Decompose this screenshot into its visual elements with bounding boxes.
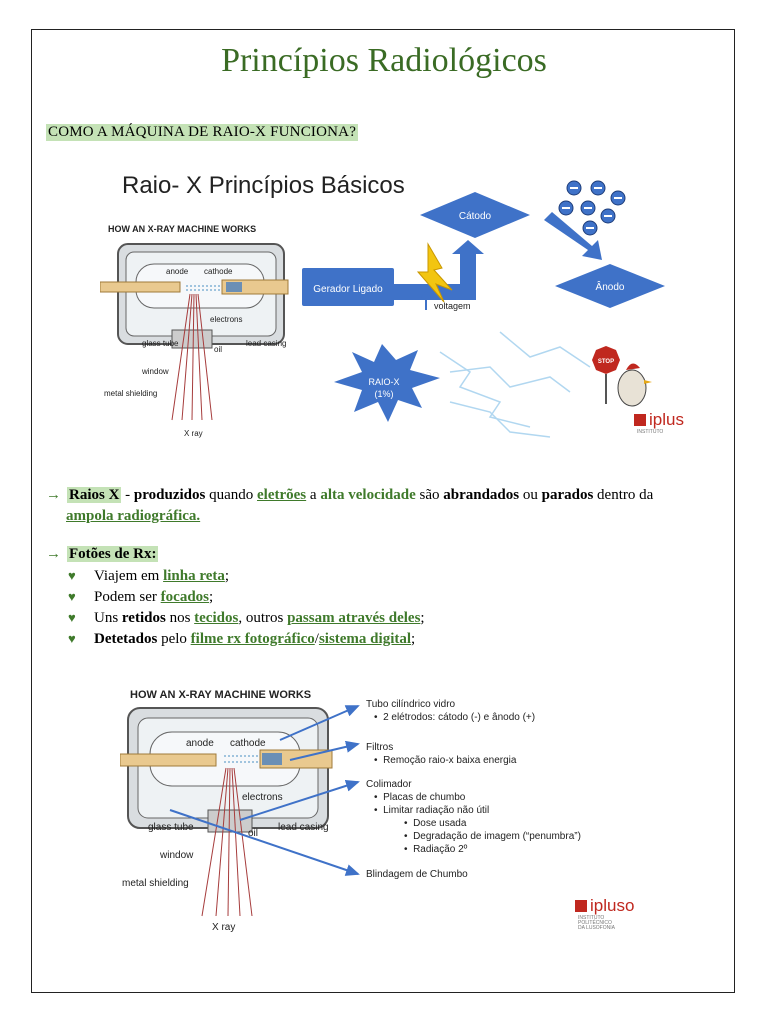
anodo-shape — [555, 264, 665, 308]
logo-iplus: iplus INSTITUTO — [634, 410, 684, 435]
svg-text:STOP: STOP — [598, 359, 614, 365]
page-frame — [31, 29, 735, 993]
fotoes-list: ♥Viajem em linha reta; ♥Podem ser focado… — [68, 565, 726, 649]
xray-machine-diagram-2: HOW AN X-RAY MACHINE WORKS anode cathode… — [120, 689, 333, 933]
svg-text:electrons: electrons — [210, 315, 242, 324]
raiox-starburst — [334, 344, 440, 422]
svg-text:metal shielding: metal shielding — [104, 389, 157, 398]
raiox-pct: (1%) — [374, 389, 393, 399]
fotoes-section: → Fotões de Rx: ♥Viajem em linha reta; ♥P… — [46, 544, 726, 649]
rooster-illustration — [617, 369, 647, 407]
xray-machine-diagram-1: HOW AN X-RAY MACHINE WORKS anode cathode… — [100, 224, 289, 438]
right-arrow-icon: → — [46, 546, 61, 562]
right-arrow-icon: → — [46, 487, 61, 503]
heart-bullet-icon: ♥ — [68, 610, 76, 625]
svg-text:oil: oil — [214, 345, 222, 354]
lightning-icon — [416, 242, 453, 303]
heart-bullet-icon: ♥ — [68, 568, 76, 583]
svg-text:electrons: electrons — [242, 792, 283, 803]
figure1-title: Raio- X Princípios Básicos — [122, 172, 405, 199]
svg-text:window: window — [159, 850, 194, 861]
electron-icon — [558, 180, 626, 236]
page-title: Princípios Radiológicos — [221, 42, 547, 79]
note-filtros: Filtros • Remoção raio-x baixa energia — [366, 742, 517, 766]
raiox-label: RAIO-X — [368, 377, 399, 387]
fotoes-heading: Fotões de Rx: — [67, 546, 159, 562]
svg-text:cathode: cathode — [204, 267, 233, 276]
list-item: ♥Podem ser focados; — [68, 586, 726, 607]
svg-text:glass tube: glass tube — [142, 339, 179, 348]
svg-text:glass tube: glass tube — [148, 822, 194, 833]
note-colimador: Colimador • Placas de chumbo • Limitar r… — [366, 779, 581, 855]
svg-text:metal shielding: metal shielding — [122, 878, 189, 889]
svg-text:cathode: cathode — [230, 738, 266, 749]
note-tubo: Tubo cilíndrico vidro • 2 elétrodos: cát… — [366, 699, 536, 723]
heart-bullet-icon: ♥ — [68, 631, 76, 646]
diagram2-title: HOW AN X-RAY MACHINE WORKS — [130, 689, 311, 701]
xray-flow-diagram: Gerador Ligado voltagem Cátodo Ânodo RAI… — [302, 180, 665, 438]
catodo-label: Cátodo — [459, 211, 492, 222]
stop-sign-icon — [592, 346, 620, 374]
logo-ipluso: ipluso INSTITUTO POLITÉCNICO DA LUSOFONI… — [575, 896, 634, 931]
anodo-label: Ânodo — [596, 280, 625, 293]
voltage-label: voltagem — [434, 301, 471, 311]
svg-text:window: window — [141, 367, 169, 376]
list-item: ♥Detetados pelo filme rx fotográfico/sis… — [68, 628, 726, 649]
svg-text:lead casing: lead casing — [246, 339, 286, 348]
diagram1-title: HOW AN X-RAY MACHINE WORKS — [108, 224, 256, 234]
paragraph-raios-x: →Raios X - produzidos quando eletrões a … — [46, 487, 654, 524]
catodo-shape — [420, 192, 530, 238]
lightning-glow — [439, 331, 591, 438]
generator-label: Gerador Ligado — [313, 284, 383, 295]
note-blindagem: Blindagem de Chumbo — [366, 869, 468, 880]
svg-text:X ray: X ray — [212, 922, 235, 933]
svg-text:lead casing: lead casing — [278, 822, 329, 833]
svg-text:X ray: X ray — [184, 429, 203, 438]
svg-text:anode: anode — [186, 738, 214, 749]
svg-text:oil: oil — [248, 828, 258, 839]
svg-text:anode: anode — [166, 267, 189, 276]
list-item: ♥Uns retidos nos tecidos, outros passam … — [68, 607, 726, 628]
list-item: ♥Viajem em linha reta; — [68, 565, 726, 586]
section-heading: COMO A MÁQUINA DE RAIO-X FUNCIONA? — [46, 124, 359, 141]
heart-bullet-icon: ♥ — [68, 589, 76, 604]
